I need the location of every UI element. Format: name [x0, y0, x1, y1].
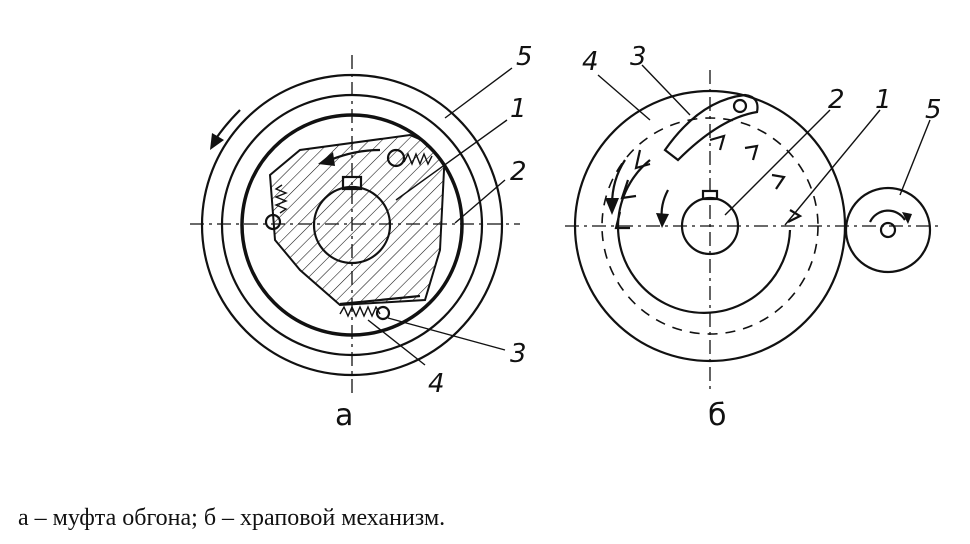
- diagram-b-inner-arrowhead: [656, 213, 669, 228]
- diagram-b-outer-arrowhead: [605, 198, 619, 215]
- diagram-a-outer-arrowhead: [210, 133, 224, 150]
- leader-a-2: [454, 179, 506, 224]
- diagram-b-small-gear: [844, 186, 932, 274]
- label-b-4: 4: [582, 47, 599, 77]
- label-a-1: 1: [510, 94, 527, 124]
- diagram-a-overrunning-clutch: 5 1 2 3 4 а: [190, 42, 533, 433]
- diagram-b-small-gear-hub: [879, 221, 897, 239]
- label-b-1: 1: [875, 85, 892, 115]
- diagram-b-ratchet-rim: [616, 159, 792, 314]
- diagram-b-pitch-circle: [601, 117, 819, 335]
- diagram-b-pawl: [663, 93, 759, 162]
- leader-b-4: [597, 74, 651, 121]
- label-b-2: 2: [828, 85, 845, 115]
- diagram-a-spring-top: [403, 152, 433, 166]
- diagram-a-roller-left: [264, 213, 282, 231]
- leader-b-3: [641, 64, 691, 116]
- diagram-a-inner-arrowhead: [318, 152, 335, 166]
- leader-a-3: [387, 317, 506, 351]
- figure-caption: а – муфта обгона; б – храповой механизм.: [18, 505, 446, 531]
- label-b-3: 3: [630, 42, 647, 72]
- diagram-b-small-arrow: [869, 209, 906, 223]
- sublabel-a: а: [335, 398, 353, 433]
- label-a-3: 3: [510, 339, 527, 369]
- leader-a-1: [395, 119, 508, 201]
- diagram-b-outer-wheel: [573, 89, 847, 363]
- diagram-a-outer-ring: [200, 73, 504, 377]
- leader-b-1: [784, 109, 881, 226]
- diagram-a-roller-top: [386, 148, 406, 168]
- leader-b-2: [724, 109, 831, 216]
- diagram-b-small-arrowhead: [902, 212, 912, 224]
- leader-a-4: [367, 319, 426, 366]
- diagram-a-ring-inner-edge: [220, 93, 484, 357]
- diagram-b-pawl-pivot: [732, 98, 748, 114]
- leader-b-5: [899, 119, 931, 196]
- leader-a-5: [444, 67, 513, 119]
- diagram-b-ratchet-wheel: [614, 134, 803, 230]
- label-a-2: 2: [510, 157, 527, 187]
- sublabel-b: б: [708, 398, 727, 433]
- label-a-5: 5: [516, 42, 533, 72]
- diagram-a-spring-bottom: [339, 305, 381, 318]
- diagram-b-ratchet-mechanism: 4 3 2 1 5 б: [565, 42, 942, 433]
- label-b-5: 5: [925, 95, 942, 125]
- label-a-4: 4: [428, 369, 445, 399]
- diagram-a-shaft-bore: [312, 185, 392, 265]
- diagram-a-bottom-flat: [339, 294, 421, 306]
- diagram-b-key: [701, 189, 719, 201]
- diagram-a-key: [341, 175, 363, 191]
- diagram-a-spring-left: [274, 184, 288, 214]
- diagram-a-inner-arrow: [329, 148, 381, 162]
- diagram-a-hub: [268, 133, 447, 307]
- diagram-a-outer-arrow: [214, 109, 241, 141]
- diagram-a-roller-bottom: [375, 305, 391, 321]
- diagram-a-race: [240, 113, 464, 337]
